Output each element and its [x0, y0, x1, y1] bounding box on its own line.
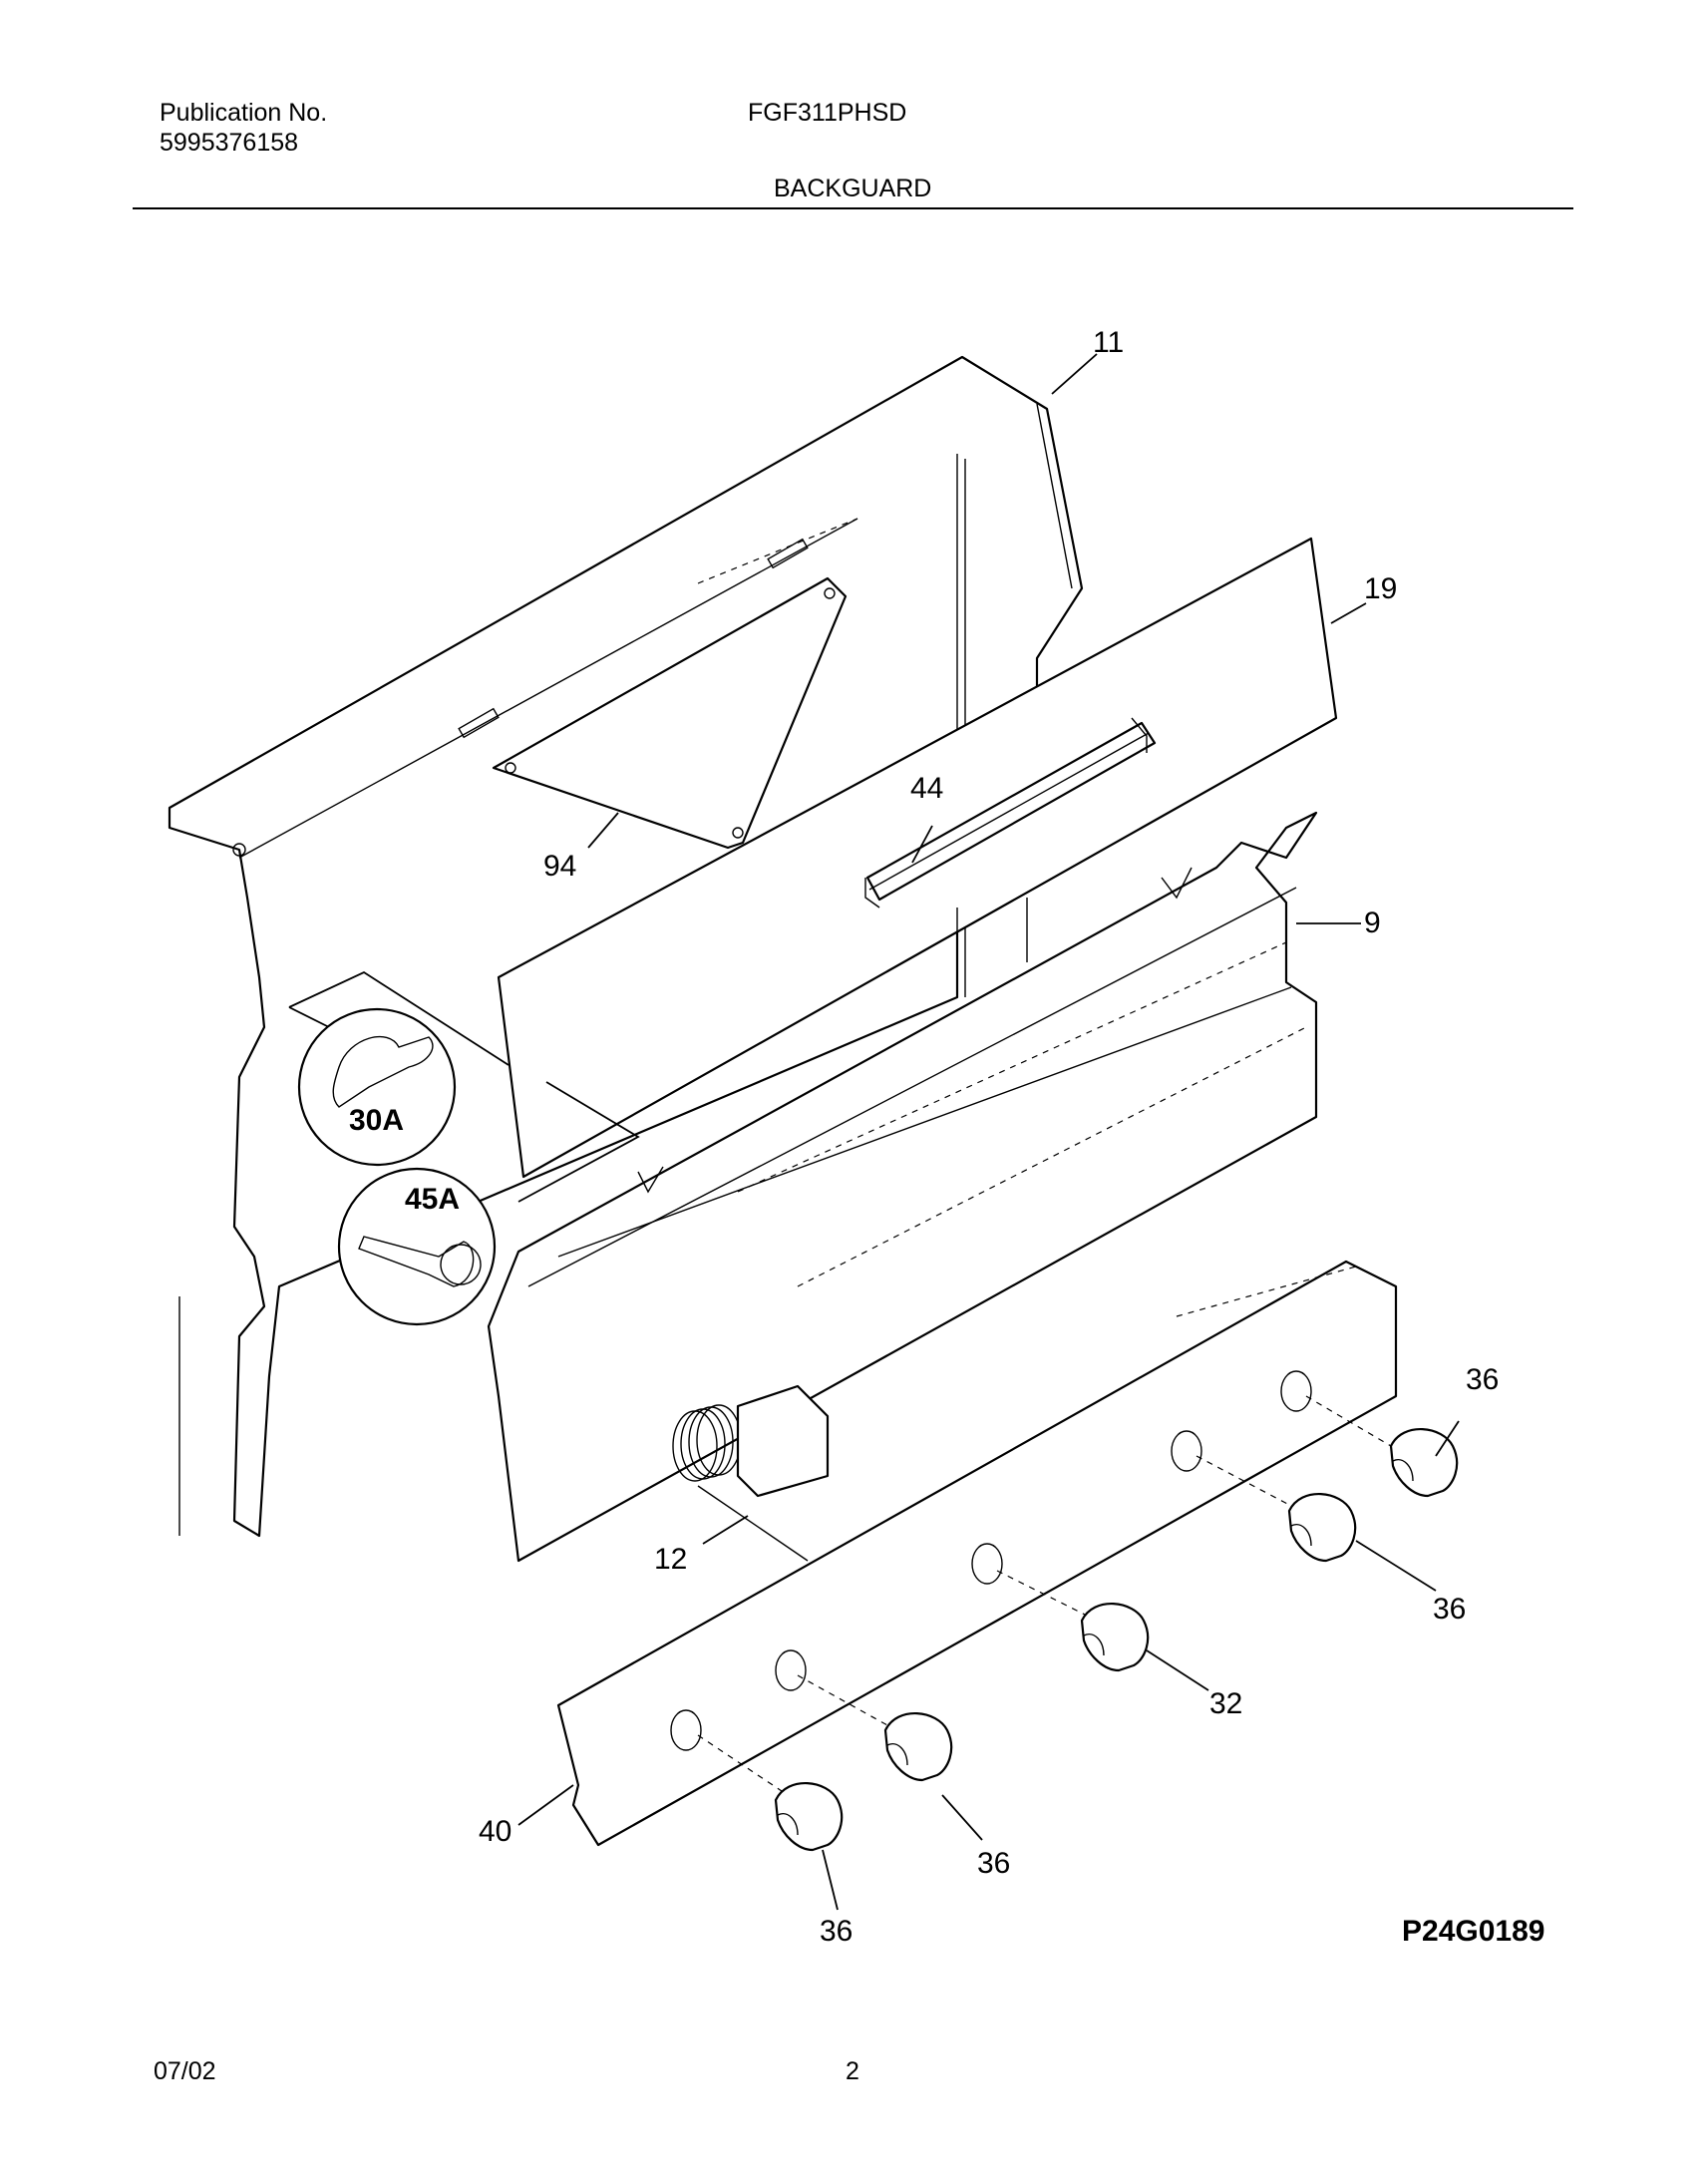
detail-45a	[337, 1167, 497, 1326]
callout-36-d: 36	[820, 1915, 853, 1948]
callout-32: 32	[1209, 1687, 1242, 1720]
callout-36-b: 36	[1433, 1593, 1466, 1626]
knob-1	[774, 1782, 844, 1852]
leader-lines	[517, 353, 1460, 1911]
trim-strip	[864, 717, 1157, 909]
footer-date: 07/02	[154, 2057, 216, 2085]
section-title: BACKGUARD	[774, 175, 932, 202]
manifold-panel	[556, 1260, 1398, 1847]
callout-36-c: 36	[977, 1847, 1010, 1880]
knob-5	[1389, 1428, 1459, 1498]
knob-4	[1287, 1493, 1357, 1563]
callout-40: 40	[479, 1815, 512, 1848]
thermostat-switch	[672, 1384, 830, 1562]
triangular-bracket	[492, 576, 848, 850]
callout-30a: 30A	[349, 1104, 404, 1137]
knob-2	[883, 1712, 953, 1782]
callout-12: 12	[654, 1543, 687, 1576]
callout-45a: 45A	[405, 1183, 460, 1216]
control-panel	[487, 811, 1318, 1563]
callout-19: 19	[1364, 572, 1397, 605]
callout-9: 9	[1364, 907, 1381, 939]
callout-44: 44	[910, 772, 943, 805]
publication-label: Publication No.	[160, 99, 328, 127]
model-number: FGF311PHSD	[748, 99, 907, 127]
detail-30a	[288, 970, 640, 1203]
header-rule	[133, 207, 1573, 209]
knob-3	[1080, 1603, 1150, 1672]
publication-number: 5995376158	[160, 129, 299, 157]
callout-11: 11	[1093, 326, 1124, 359]
callout-94: 94	[543, 850, 576, 883]
drawing-number: P24G0189	[1402, 1915, 1544, 1948]
callout-36-a: 36	[1466, 1363, 1499, 1396]
page-number: 2	[846, 2057, 859, 2085]
